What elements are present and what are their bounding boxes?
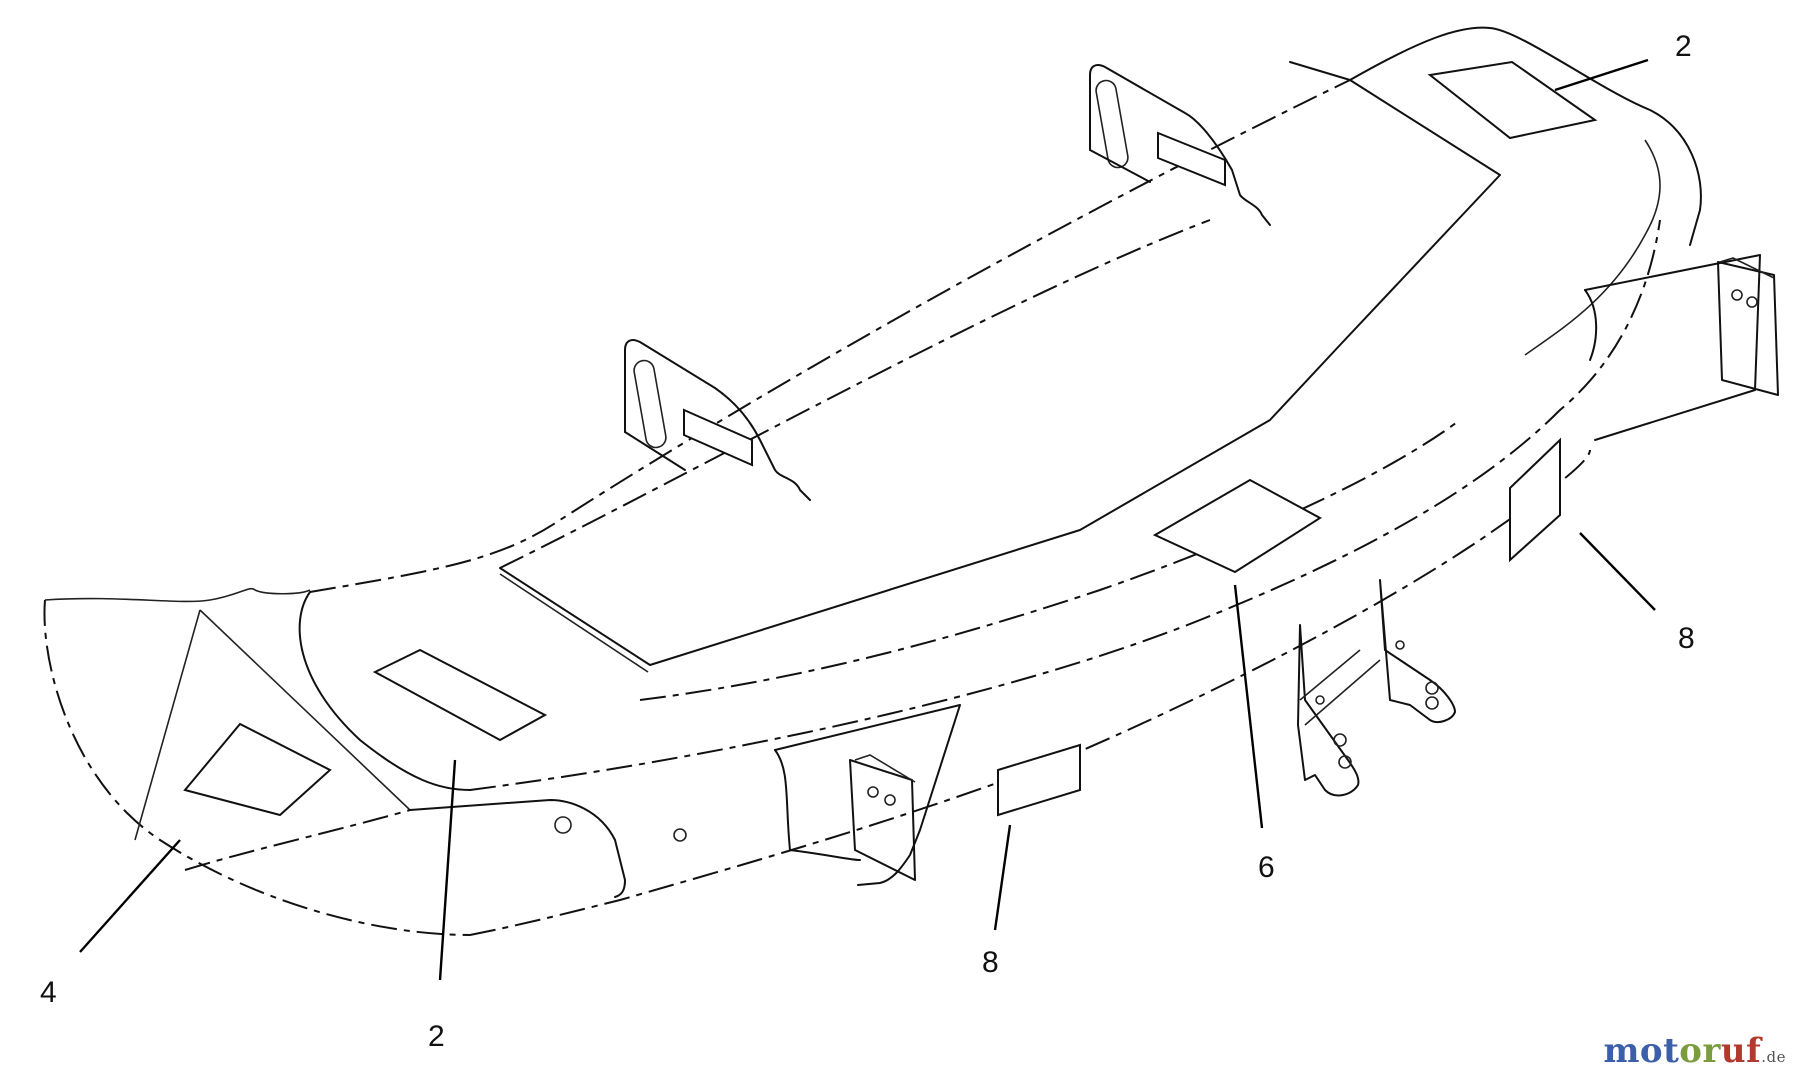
decal-8-right [1509, 437, 1561, 563]
decal-8-bottom [997, 743, 1081, 817]
hanging-arm-right [1299, 579, 1456, 726]
watermark-part-2: or [1679, 1031, 1721, 1071]
leader-6 [1233, 584, 1264, 829]
decals [183, 60, 1598, 817]
rear-bracket-right [1089, 64, 1271, 226]
decal-rear-bracket-right [1157, 131, 1226, 187]
decal-6 [1152, 478, 1322, 574]
decal-4 [183, 722, 332, 817]
callout-6: 6 [1258, 851, 1275, 884]
callout-labels: 2 8 6 8 4 2 [40, 30, 1695, 1053]
watermark-logo: motoruf.de [1603, 1031, 1786, 1071]
callout-2-bottom: 2 [428, 1020, 445, 1053]
leader-4 [79, 839, 181, 953]
callout-8-right: 8 [1678, 622, 1695, 655]
leader-2-top [1554, 58, 1649, 92]
leader-lines [79, 58, 1656, 981]
deck-top-plate [499, 79, 1501, 673]
leader-8-bottom [993, 824, 1012, 931]
callout-2-top: 2 [1675, 30, 1692, 63]
watermark-tld: .de [1761, 1048, 1786, 1066]
decal-2-left [372, 648, 548, 742]
hanging-arm-left [1297, 624, 1360, 797]
rear-bracket-left [624, 339, 811, 501]
leader-8-right [1579, 532, 1656, 611]
callout-8-bottom: 8 [982, 946, 999, 979]
watermark-part-3: uf [1720, 1031, 1762, 1071]
decal-rear-bracket-left [683, 408, 753, 467]
watermark-part-1: mot [1603, 1031, 1680, 1071]
front-lift-bracket-right [1584, 254, 1779, 441]
decal-2-top [1427, 60, 1598, 140]
callout-4: 4 [40, 976, 57, 1009]
leader-2-bottom [438, 759, 457, 981]
front-lift-bracket-left [774, 704, 961, 886]
left-end-panel [134, 609, 687, 898]
